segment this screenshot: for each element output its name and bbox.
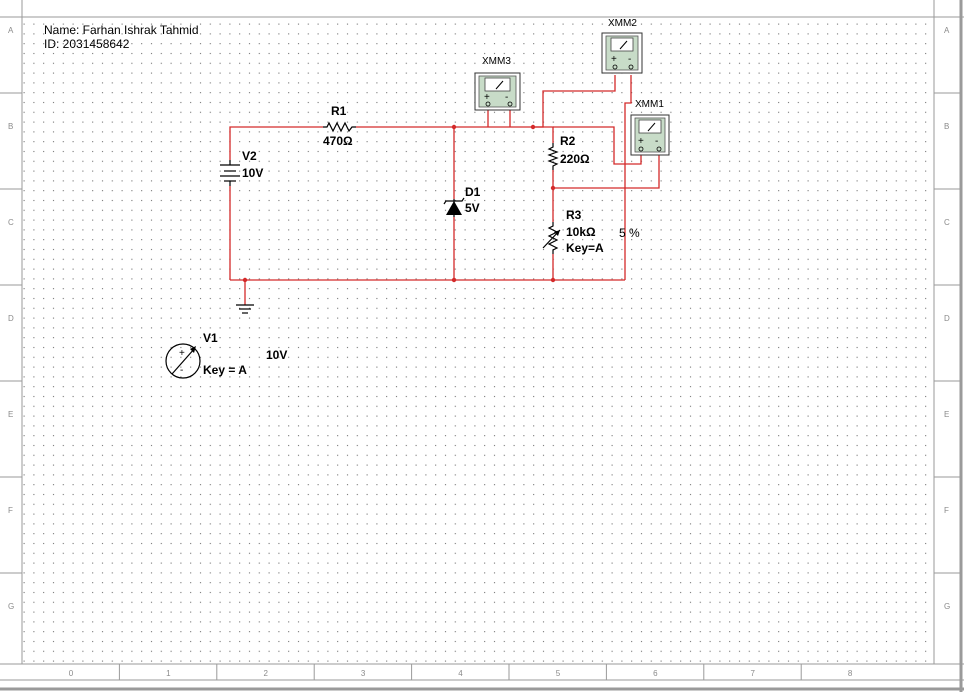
- row-label-G-right: G: [944, 602, 950, 611]
- row-label-B-left: B: [8, 122, 13, 131]
- multimeter-xmm2[interactable]: XMM2 + -: [601, 18, 643, 74]
- row-label-A-right: A: [944, 26, 950, 35]
- d1-ref: D1: [465, 185, 481, 199]
- row-label-B-right: B: [944, 122, 949, 131]
- row-label-G-left: G: [8, 602, 14, 611]
- v1-key: Key = A: [203, 363, 247, 377]
- xmm1-minus: -: [655, 136, 658, 147]
- r2-ref: R2: [560, 134, 576, 148]
- column-ruler-labels: 0 1 2 3 4 5 6 7 8: [69, 669, 853, 678]
- ac-source-v1[interactable]: + - V1 Key = A 10V: [165, 331, 287, 379]
- column-label-4: 4: [458, 669, 463, 678]
- column-label-7: 7: [751, 669, 756, 678]
- dc-source-v2[interactable]: V2 10V: [220, 149, 263, 186]
- r1-ref: R1: [331, 104, 347, 118]
- r2-value: 220Ω: [560, 152, 590, 166]
- resistor-r1[interactable]: R1 470Ω: [323, 104, 356, 148]
- r3-ref: R3: [566, 208, 582, 222]
- row-label-A-left: A: [8, 26, 14, 35]
- row-label-D-left: D: [8, 314, 14, 323]
- d1-value: 5V: [465, 201, 480, 215]
- v1-plus: +: [179, 348, 185, 359]
- multimeter-xmm1[interactable]: XMM1 + -: [630, 99, 670, 156]
- row-label-F-right: F: [944, 506, 949, 515]
- column-label-5: 5: [556, 669, 561, 678]
- xmm3-minus: -: [505, 92, 508, 103]
- column-label-0: 0: [69, 669, 74, 678]
- column-label-6: 6: [653, 669, 658, 678]
- v1-minus: -: [180, 365, 183, 376]
- row-label-E-right: E: [944, 410, 949, 419]
- author-name: Name: Farhan Ishrak Tahmid: [44, 23, 199, 37]
- xmm1-plus: +: [638, 136, 644, 147]
- column-label-8: 8: [848, 669, 853, 678]
- author-id: ID: 2031458642: [44, 37, 130, 51]
- row-label-F-left: F: [8, 506, 13, 515]
- r3-key: Key=A: [566, 241, 604, 255]
- xmm3-plus: +: [484, 92, 490, 103]
- column-label-3: 3: [361, 669, 366, 678]
- v1-ref: V1: [203, 331, 218, 345]
- v1-value: 10V: [266, 348, 287, 362]
- column-label-1: 1: [166, 669, 171, 678]
- xmm1-ref: XMM1: [635, 99, 664, 110]
- ground-symbol[interactable]: [236, 304, 254, 314]
- junction-dots: [242, 124, 556, 283]
- resistor-r2[interactable]: R2 220Ω: [547, 134, 590, 170]
- row-ruler-labels: A A B B C C D D E E F F G G: [8, 26, 950, 611]
- xmm2-plus: +: [611, 54, 617, 65]
- row-label-E-left: E: [8, 410, 13, 419]
- v2-value: 10V: [242, 166, 263, 180]
- column-label-2: 2: [264, 669, 269, 678]
- row-label-C-left: C: [8, 218, 14, 227]
- zener-diode-d1[interactable]: D1 5V: [443, 185, 481, 217]
- v2-ref: V2: [242, 149, 257, 163]
- multimeter-xmm3[interactable]: XMM3 + -: [474, 56, 521, 111]
- xmm2-ref: XMM2: [608, 18, 637, 29]
- wires[interactable]: [229, 75, 660, 305]
- xmm2-minus: -: [628, 54, 631, 65]
- row-label-D-right: D: [944, 314, 950, 323]
- r3-percent: 5 %: [619, 226, 640, 240]
- dot-grid: [22, 20, 934, 664]
- r3-value: 10kΩ: [566, 225, 596, 239]
- row-label-C-right: C: [944, 218, 950, 227]
- r1-value: 470Ω: [323, 134, 353, 148]
- xmm3-ref: XMM3: [482, 56, 511, 67]
- potentiometer-r3[interactable]: R3 10kΩ Key=A 5 %: [542, 208, 640, 255]
